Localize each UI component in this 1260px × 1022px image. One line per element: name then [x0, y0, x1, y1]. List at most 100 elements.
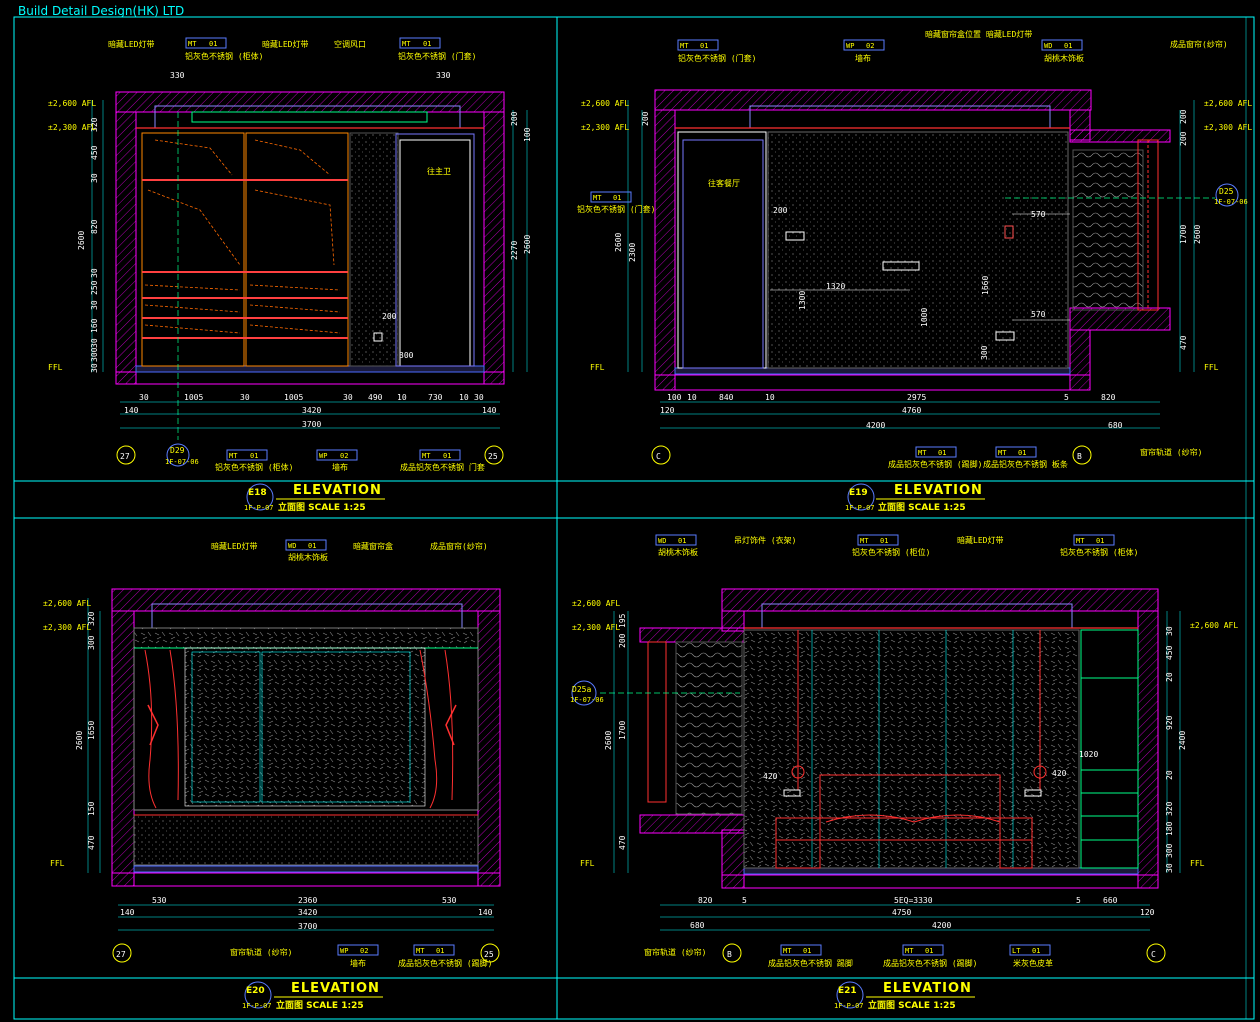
svg-text:C: C — [1151, 950, 1156, 959]
svg-text:01: 01 — [1064, 42, 1072, 50]
svg-text:E18: E18 — [248, 488, 267, 498]
svg-text:FFL: FFL — [48, 363, 63, 372]
svg-text:5: 5 — [1076, 896, 1081, 905]
svg-text:30: 30 — [240, 393, 250, 402]
svg-text:10: 10 — [397, 393, 407, 402]
svg-text:铝灰色不锈钢 (柜体): 铝灰色不锈钢 (柜体) — [185, 51, 263, 61]
svg-text:30: 30 — [343, 393, 353, 402]
svg-text:1020: 1020 — [1079, 750, 1098, 759]
svg-text:胡桃木饰板: 胡桃木饰板 — [658, 547, 698, 557]
svg-text:5: 5 — [1064, 393, 1069, 402]
svg-text:FFL: FFL — [50, 859, 65, 868]
svg-text:暗藏LED灯带: 暗藏LED灯带 — [262, 39, 308, 49]
svg-text:680: 680 — [1108, 421, 1123, 430]
svg-text:140: 140 — [478, 908, 493, 917]
svg-text:1F-P-07: 1F-P-07 — [834, 1002, 864, 1010]
svg-text:1005: 1005 — [184, 393, 203, 402]
svg-text:B: B — [1077, 452, 1082, 461]
svg-text:320: 320 — [1165, 801, 1174, 816]
svg-text:10: 10 — [765, 393, 775, 402]
svg-text:300: 300 — [399, 351, 414, 360]
svg-text:±2,600 AFL: ±2,600 AFL — [1190, 621, 1238, 630]
svg-text:±2,600 AFL: ±2,600 AFL — [48, 99, 96, 108]
svg-text:470: 470 — [1179, 335, 1188, 350]
svg-text:MT: MT — [1076, 537, 1085, 545]
svg-text:米灰色皮革: 米灰色皮革 — [1013, 958, 1053, 968]
svg-text:01: 01 — [308, 542, 316, 550]
svg-text:2600: 2600 — [1193, 225, 1202, 244]
svg-text:成品铝灰色不锈钢 (踢脚): 成品铝灰色不锈钢 (踢脚) — [888, 459, 982, 469]
svg-text:ELEVATION: ELEVATION — [894, 483, 983, 498]
svg-text:01: 01 — [1096, 537, 1104, 545]
svg-text:4200: 4200 — [932, 921, 951, 930]
svg-text:成品铝灰色不锈钢 踢脚: 成品铝灰色不锈钢 踢脚 — [768, 958, 853, 968]
svg-text:成品窗帘(纱帘): 成品窗帘(纱帘) — [1170, 39, 1228, 49]
svg-text:530: 530 — [442, 896, 457, 905]
svg-text:MT: MT — [860, 537, 869, 545]
svg-text:200: 200 — [1179, 131, 1188, 146]
svg-text:MT: MT — [402, 40, 411, 48]
svg-text:E19: E19 — [849, 488, 868, 498]
svg-text:2360: 2360 — [298, 896, 317, 905]
svg-text:180: 180 — [1165, 821, 1174, 836]
svg-text:FFL: FFL — [1204, 363, 1219, 372]
svg-text:MT: MT — [229, 452, 238, 460]
svg-text:±2,600 AFL: ±2,600 AFL — [572, 599, 620, 608]
svg-text:30: 30 — [1165, 863, 1174, 873]
svg-text:C: C — [656, 452, 661, 461]
svg-text:成品铝灰色不锈钢 (踢脚): 成品铝灰色不锈钢 (踢脚) — [883, 958, 977, 968]
svg-text:胡桃木饰板: 胡桃木饰板 — [288, 552, 328, 562]
svg-text:20: 20 — [1165, 672, 1174, 682]
svg-text:3700: 3700 — [302, 420, 321, 429]
svg-text:27: 27 — [116, 950, 126, 959]
svg-text:160: 160 — [90, 318, 99, 333]
svg-text:MT: MT — [416, 947, 425, 955]
svg-text:B: B — [727, 950, 732, 959]
svg-text:02: 02 — [866, 42, 874, 50]
svg-text:4750: 4750 — [892, 908, 911, 917]
svg-text:D25: D25 — [1219, 187, 1234, 196]
svg-text:200: 200 — [382, 312, 397, 321]
svg-text:铝灰色不锈钢 (柜体): 铝灰色不锈钢 (柜体) — [1060, 547, 1138, 557]
svg-text:1F-P-07: 1F-P-07 — [244, 504, 274, 512]
svg-text:D29: D29 — [170, 446, 185, 455]
svg-text:2600: 2600 — [523, 235, 532, 254]
svg-text:10: 10 — [687, 393, 697, 402]
svg-text:320: 320 — [87, 611, 96, 626]
svg-text:FFL: FFL — [1190, 859, 1205, 868]
svg-text:25: 25 — [484, 950, 494, 959]
svg-text:730: 730 — [428, 393, 443, 402]
svg-text:01: 01 — [250, 452, 258, 460]
svg-text:300: 300 — [1165, 843, 1174, 858]
svg-text:暗藏LED灯带: 暗藏LED灯带 — [957, 535, 1003, 545]
svg-text:140: 140 — [124, 406, 139, 415]
svg-text:01: 01 — [925, 947, 933, 955]
svg-text:02: 02 — [360, 947, 368, 955]
svg-text:1300: 1300 — [798, 291, 807, 310]
svg-text:3420: 3420 — [298, 908, 317, 917]
svg-text:1F-07-06: 1F-07-06 — [1214, 198, 1248, 206]
svg-text:±2,300 AFL: ±2,300 AFL — [581, 123, 629, 132]
svg-text:330: 330 — [170, 71, 185, 80]
svg-text:570: 570 — [1031, 310, 1046, 319]
svg-text:暗藏窗帘盒位置 暗藏LED灯带: 暗藏窗帘盒位置 暗藏LED灯带 — [925, 29, 1032, 39]
svg-text:吊灯饰件 (衣架): 吊灯饰件 (衣架) — [734, 535, 796, 545]
svg-text:01: 01 — [1032, 947, 1040, 955]
svg-text:01: 01 — [443, 452, 451, 460]
svg-text:200: 200 — [773, 206, 788, 215]
svg-text:墙布: 墙布 — [350, 958, 366, 968]
svg-text:30: 30 — [90, 363, 99, 373]
svg-text:WD: WD — [288, 542, 296, 550]
svg-text:570: 570 — [1031, 210, 1046, 219]
svg-text:680: 680 — [690, 921, 705, 930]
svg-text:WD: WD — [1044, 42, 1052, 50]
svg-text:25: 25 — [488, 452, 498, 461]
svg-text:±2,600 AFL: ±2,600 AFL — [581, 99, 629, 108]
svg-text:MT: MT — [918, 449, 927, 457]
svg-text:立面图 SCALE 1:25: 立面图 SCALE 1:25 — [868, 999, 956, 1011]
svg-text:1000: 1000 — [920, 308, 929, 327]
svg-text:往主卫: 往主卫 — [427, 166, 451, 176]
svg-text:01: 01 — [1018, 449, 1026, 457]
svg-text:530: 530 — [152, 896, 167, 905]
svg-text:1700: 1700 — [618, 721, 627, 740]
